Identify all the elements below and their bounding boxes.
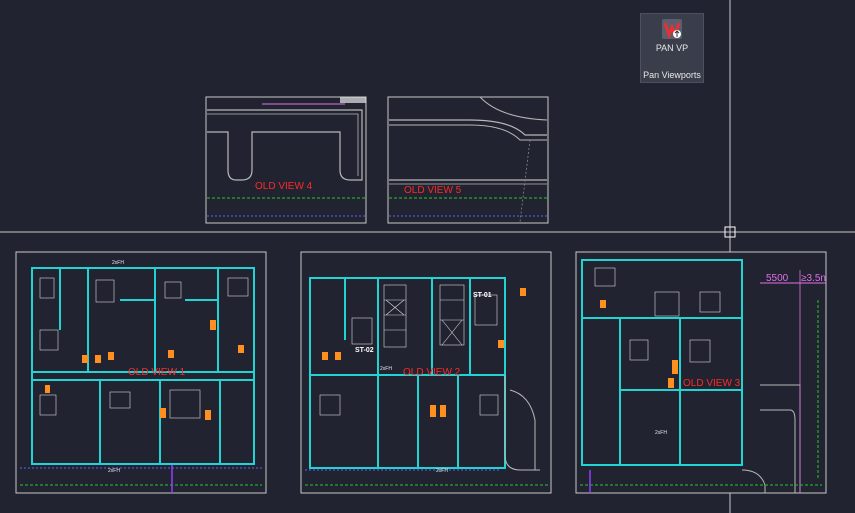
viewport-old-view-1[interactable]: 2xFH 2xFH OLD VIEW 1 [15,251,267,494]
room-tag: 2xFH [655,430,667,436]
viewport-old-view-3[interactable]: 2xFH 5500 ≥3.5n OLD VIEW 3 [575,251,827,494]
crosshair-pickbox [724,226,736,238]
room-tag: 2xFH [380,366,392,372]
viewport-old-view-4[interactable]: OLD VIEW 4 [205,96,367,224]
room-tag: 2xFH [108,468,120,474]
viewport-old-view-2[interactable]: ST-01 ST-02 2xFH 2xFH OLD VIEW 2 [300,251,552,494]
tool-name: PAN VP [655,43,689,53]
dimension-label: 5500 [766,273,789,284]
dimension-label: ≥3.5n [801,273,826,284]
viewport-label: OLD VIEW 3 [683,378,741,389]
viewport-label: OLD VIEW 2 [403,367,461,378]
tool-tooltip: Pan Viewports [643,70,701,80]
stair-tag: ST-01 [473,292,492,299]
room-tag: 2xFH [112,260,124,266]
pan-viewports-icon [662,19,682,40]
viewport-label: OLD VIEW 4 [255,181,313,192]
stair-tag: ST-02 [355,347,374,354]
room-tag: 2xFH [436,468,448,474]
viewport-old-view-5[interactable]: OLD VIEW 5 [387,96,549,224]
pan-viewports-button[interactable]: PAN VP [640,13,704,83]
viewport-label: OLD VIEW 5 [404,185,462,196]
viewport-label: OLD VIEW 1 [128,367,186,378]
